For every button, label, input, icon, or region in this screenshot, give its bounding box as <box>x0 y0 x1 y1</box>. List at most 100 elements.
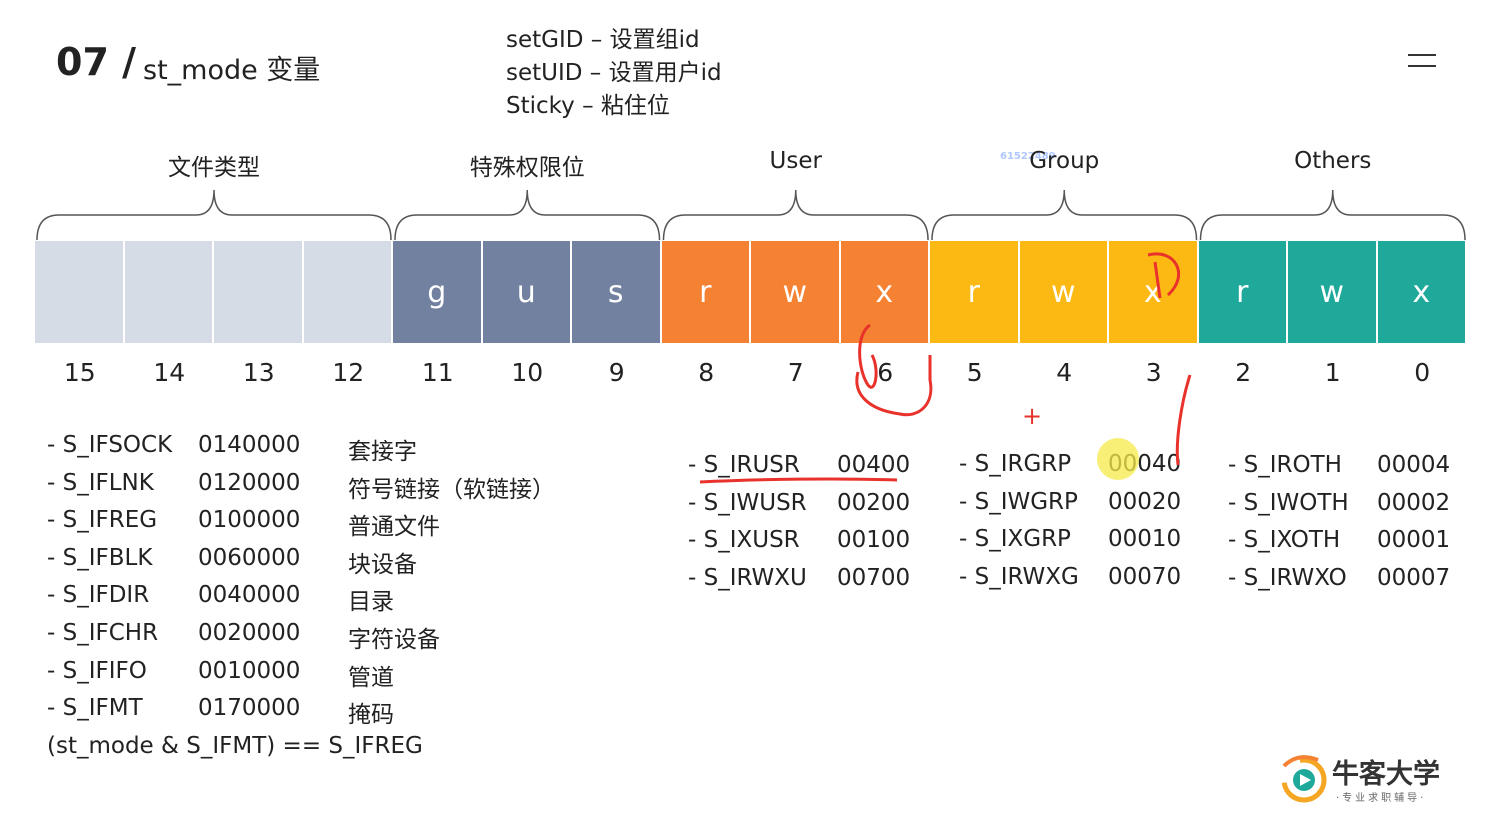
const-value: 0040000 <box>198 582 301 609</box>
const-value: 00007 <box>1377 564 1451 591</box>
group-label-2: User <box>769 148 822 174</box>
const-name: - S_IRWXO <box>1228 564 1347 591</box>
const-name: - S_IWGRP <box>959 488 1078 515</box>
const-name: - S_IRUSR <box>688 452 800 478</box>
const-name: - S_IXOTH <box>1228 527 1341 553</box>
logo-subtitle: ·专业求职辅导· <box>1336 793 1427 804</box>
const-name: - S_IFLNK <box>47 469 154 496</box>
const-value: 0140000 <box>198 432 301 458</box>
const-desc: 块设备 <box>348 551 417 578</box>
const-name: - S_IXUSR <box>688 527 800 553</box>
const-name: - S_IFBLK <box>47 544 153 571</box>
cursor-highlight <box>1097 438 1139 480</box>
bit-cell-11: g <box>393 241 483 343</box>
line-annotation <box>1175 374 1192 466</box>
const-value: 0120000 <box>198 469 301 496</box>
const-row: - S_IFDIR 0040000 目录 <box>47 582 394 615</box>
const-row: - S_IFBLK 0060000 块设备 <box>47 544 417 578</box>
menu-icon[interactable] <box>1408 54 1436 70</box>
brace-1 <box>394 189 661 241</box>
brace-3 <box>931 189 1198 241</box>
bit-cell-14 <box>124 241 214 343</box>
group-label-4: Others <box>1294 148 1372 174</box>
bit-number: 6 <box>877 358 894 387</box>
brace-0 <box>36 189 392 241</box>
const-name: - S_IFREG <box>47 507 158 534</box>
bit-number: 4 <box>1056 358 1073 387</box>
const-row: - S_IWGRP 00020 <box>959 488 1181 515</box>
const-value: 0100000 <box>198 507 301 534</box>
bit-number: 15 <box>63 358 96 387</box>
const-name: - S_IFDIR <box>47 582 150 609</box>
note-setuid: setUID – 设置用户id <box>506 60 722 86</box>
const-value: 00002 <box>1377 489 1451 516</box>
note-setgid: setGID – 设置组id <box>506 27 700 53</box>
const-row: - S_IRWXO 00007 <box>1228 564 1450 591</box>
bit-cell-15 <box>35 241 125 343</box>
bit-number: 8 <box>698 358 715 387</box>
special-bit-notes: setGID – 设置组id setUID – 设置用户id Sticky – … <box>506 24 722 123</box>
niuke-logo-icon <box>1281 755 1327 803</box>
bit-cell-13 <box>214 241 304 343</box>
section-number: 07 / <box>56 40 136 84</box>
formula: (st_mode & S_IFMT) == S_IFREG <box>47 733 423 759</box>
bit-number: 2 <box>1235 358 1252 387</box>
const-desc: 掩码 <box>348 702 394 729</box>
d-annotation <box>1147 252 1180 299</box>
bit-cell-9: s <box>572 241 662 343</box>
const-name: - S_IWUSR <box>688 489 807 516</box>
bit-cell-7: w <box>751 241 841 343</box>
bit-cell-5: r <box>930 241 1020 343</box>
bit-cell-12 <box>303 241 393 343</box>
const-value: 00020 <box>1108 488 1182 515</box>
const-value: 00001 <box>1377 527 1451 553</box>
bit-cell-3: x <box>1109 241 1199 343</box>
watermark: 61522489 <box>1000 151 1056 162</box>
bit-cell-10: u <box>482 241 572 343</box>
bit-cell-8: r <box>661 241 751 343</box>
bit-number: 12 <box>332 358 365 387</box>
const-desc: 目录 <box>348 589 394 616</box>
const-desc: 管道 <box>348 664 394 691</box>
const-value: 00200 <box>837 489 911 516</box>
bit-number: 10 <box>511 358 544 387</box>
const-row: - S_IXOTH 00001 <box>1228 527 1450 553</box>
const-name: - S_IRWXU <box>688 564 807 591</box>
brace-4 <box>1199 189 1466 241</box>
underline-annotation <box>699 477 898 484</box>
bit-number: 1 <box>1324 358 1341 387</box>
group-label-3: Group <box>1029 148 1100 174</box>
bit-number: 3 <box>1145 358 1162 387</box>
bit-number: 7 <box>787 358 804 387</box>
bit-cell-6: x <box>840 241 930 343</box>
const-value: 00700 <box>837 564 911 591</box>
const-name: - S_IFIFO <box>47 657 147 684</box>
const-value: 00100 <box>837 527 911 553</box>
bit-number: 9 <box>608 358 625 387</box>
bit-number: 14 <box>153 358 186 387</box>
const-name: - S_IFSOCK <box>47 432 173 458</box>
const-value: 0060000 <box>198 544 301 571</box>
const-desc: 字符设备 <box>348 627 440 653</box>
plus-annotation: + <box>1022 402 1042 430</box>
const-name: - S_IXGRP <box>959 526 1071 552</box>
const-desc: 符号链接（软链接） <box>348 476 555 503</box>
const-name: - S_IROTH <box>1228 452 1342 478</box>
const-name: - S_IWOTH <box>1228 489 1349 516</box>
const-value: 0170000 <box>198 695 301 722</box>
const-value: 00004 <box>1377 452 1451 478</box>
group-label-1: 特殊权限位 <box>469 155 585 181</box>
bit-cell-4: w <box>1019 241 1109 343</box>
const-value: 0020000 <box>198 620 301 646</box>
bit-number: 11 <box>421 358 454 387</box>
const-row: - S_IROTH 00004 <box>1228 452 1450 478</box>
